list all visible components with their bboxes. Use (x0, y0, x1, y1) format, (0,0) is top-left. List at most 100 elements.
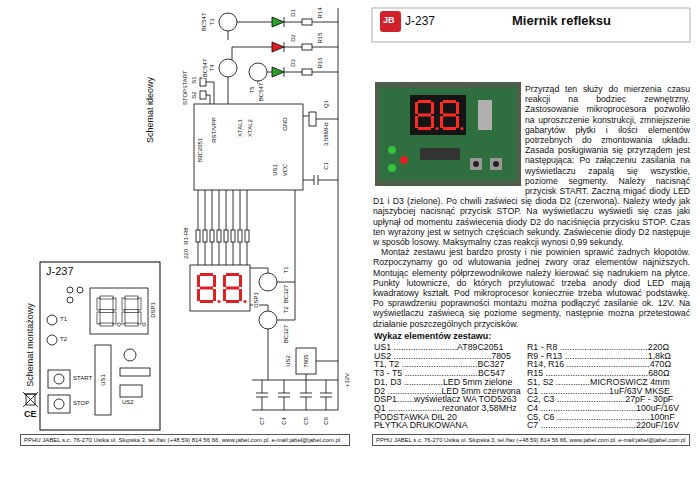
schematic-label: C4 (281, 416, 287, 426)
drawing-path (303, 116, 338, 119)
drawing-circle (54, 374, 64, 384)
schematic-label: Schemat montażowy (26, 302, 35, 388)
drawing-rect (420, 148, 460, 160)
parts-list-heading: Wykaz elementów zestawu: (374, 332, 491, 342)
drawing-rect (380, 88, 516, 180)
drawing-rect (302, 44, 312, 50)
schematic-label: R14 (317, 6, 323, 19)
drawing-rect (302, 69, 312, 75)
schematic-label: C6 (323, 416, 329, 426)
schematic-label: US1 (100, 373, 106, 387)
drawing-rect (478, 100, 492, 130)
drawing-circle (400, 156, 408, 164)
drawing-path (320, 380, 332, 410)
drawing-circle (67, 297, 73, 303)
drawing-rect (120, 385, 142, 397)
drawing-use (223, 273, 247, 303)
drawing-circle (259, 311, 277, 329)
schematic-label: D2 (290, 33, 296, 43)
page-title: Miernik refleksu (512, 14, 611, 28)
schematic-label: 89C2051 (197, 137, 203, 163)
drawing-path (198, 190, 247, 230)
drawing-rect (120, 368, 150, 376)
drawing-path (252, 380, 338, 410)
footer-box: PPHU JABEL s.c. 76-270 Ustka ul. Słupska… (372, 434, 690, 446)
schematic-label: C5 (303, 416, 309, 426)
description-paragraph: Przyrząd ten służy do mierzenia czasu re… (373, 84, 690, 247)
text-label: T1 (60, 316, 67, 323)
parts-list-row: PŁYTKA DRUKOWANA (374, 421, 468, 431)
schematic-label: BC547 (201, 12, 207, 32)
drawing-rect (95, 345, 111, 415)
text-label: START (73, 375, 92, 382)
drawing-rect (470, 158, 482, 170)
schematic-label: +12V (344, 372, 350, 388)
schematic-label: BC327 (283, 324, 289, 344)
drawing-path (272, 17, 284, 27)
text-label: US2 (122, 399, 134, 406)
schematic-label: C7 (259, 416, 265, 426)
drawing-circle (219, 59, 237, 77)
schematic-label: VCC (282, 163, 288, 178)
drawing-path (300, 380, 312, 410)
drawing-path (272, 42, 284, 52)
drawing-rect (210, 230, 214, 242)
drawing-rect (245, 230, 249, 242)
schematic-label: D3 (290, 58, 296, 68)
drawing-circle (259, 273, 277, 291)
drawing-rect (231, 230, 235, 242)
schematic-label: RST/VPP (211, 116, 217, 144)
drawing-path (306, 361, 338, 380)
drawing-circle (493, 161, 499, 167)
drawing-rect (410, 95, 466, 135)
schematic-label: XTAL2 (247, 118, 253, 138)
schematic-label: D1 (290, 8, 296, 18)
parts-list-row: C7 .....................................… (527, 421, 679, 431)
text-label: STOP (73, 400, 89, 407)
drawing-path (303, 175, 338, 185)
schematic-label: Schemat ideowy (146, 76, 155, 144)
schematic-label: T4 (209, 63, 215, 72)
drawing-rect (309, 112, 316, 126)
drawing-circle (124, 349, 136, 361)
drawing-rect (217, 230, 221, 242)
drawing-circle (473, 161, 479, 167)
schematic-label: S1 (191, 75, 197, 84)
drawing-use (415, 100, 439, 130)
schematic-label: DSP1 (150, 301, 156, 319)
drawing-use (97, 296, 121, 326)
drawing-rect (296, 348, 316, 374)
drawing-path (272, 67, 284, 77)
schematic-label: US1 (272, 163, 278, 177)
text-label: J-237 (46, 265, 74, 277)
schematic-label: T5 (249, 85, 255, 94)
drawing-rect (48, 370, 70, 388)
drawing-g (197, 273, 247, 303)
schematic-label: 220 (183, 248, 189, 260)
drawing-circle (388, 146, 396, 154)
drawing-path (237, 22, 272, 23)
schematic-label: S2 (191, 90, 197, 99)
drawing-rect (200, 91, 206, 99)
schematic-label: T3 (209, 17, 215, 26)
drawing-circle (77, 287, 83, 293)
drawing-rect (224, 230, 228, 242)
drawing-path (232, 47, 272, 60)
drawing-circle (219, 13, 237, 31)
schematic-label: Q1 (323, 99, 329, 109)
schematic-label: T2 (283, 305, 289, 314)
drawing-path (198, 242, 247, 265)
schematic-label: DSP1 (253, 291, 259, 309)
drawing-path (250, 268, 268, 380)
drawing-rect (302, 19, 312, 25)
drawing-g (415, 100, 464, 130)
drawing-rect (196, 230, 200, 242)
text-label: J-237 (405, 15, 435, 28)
drawing-use (440, 100, 464, 130)
drawing-use (197, 273, 221, 303)
drawing-path (206, 82, 214, 104)
schematic-label: XTAL1 (237, 118, 243, 138)
schematic-label: R15 (317, 31, 323, 44)
schematic-label: GND (282, 116, 288, 131)
drawing-rect (190, 265, 250, 311)
